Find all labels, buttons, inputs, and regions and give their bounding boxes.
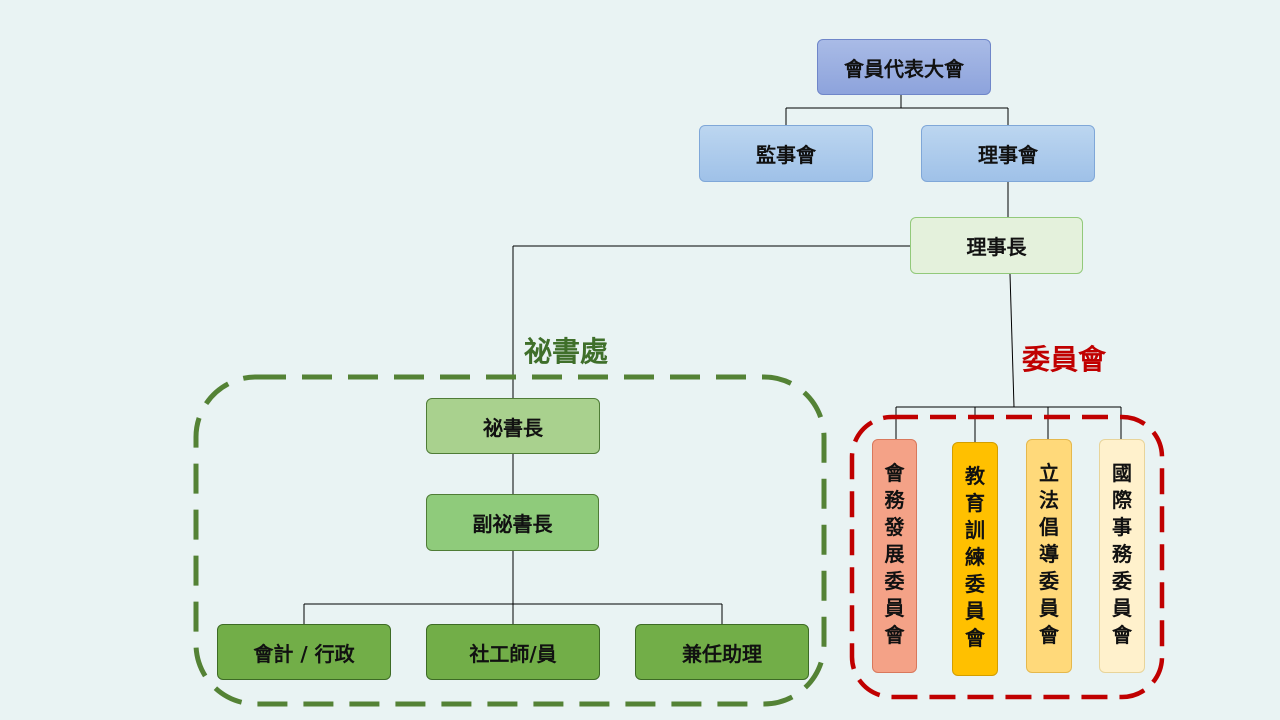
supervisors-box: 監事會 bbox=[699, 125, 873, 182]
committee-international-affairs-label: 國際事務委員會 bbox=[1112, 461, 1132, 647]
committee-legislative-advocacy: 立法倡導委員會 bbox=[1026, 439, 1072, 673]
part-time-assistant-box: 兼任助理 bbox=[635, 624, 809, 680]
committee-member-development: 會務發展委員會 bbox=[872, 439, 917, 673]
committee-group-border bbox=[849, 414, 1165, 700]
committee-education-training-label: 教育訓練委員會 bbox=[965, 464, 985, 650]
board-label: 理事會 bbox=[978, 143, 1038, 167]
part-time-assistant-label: 兼任助理 bbox=[682, 641, 762, 666]
secretary-general-label: 祕書長 bbox=[483, 415, 543, 440]
connector bbox=[1009, 273, 1015, 408]
committee-heading: 委員會 bbox=[1022, 343, 1107, 376]
accounting-admin-label: 會計 / 行政 bbox=[253, 641, 355, 666]
assembly-box: 會員代表大會 bbox=[817, 39, 991, 95]
deputy-secretary-general-box: 副祕書長 bbox=[426, 494, 599, 551]
chairman-box: 理事長 bbox=[910, 217, 1083, 274]
deputy-secretary-general-label: 副祕書長 bbox=[472, 512, 553, 536]
board-box: 理事會 bbox=[921, 125, 1095, 182]
committee-member-development-label: 會務發展委員會 bbox=[884, 461, 905, 647]
social-worker-box: 社工師/員 bbox=[426, 624, 600, 680]
accounting-admin-box: 會計 / 行政 bbox=[217, 624, 391, 680]
social-worker-label: 社工師/員 bbox=[469, 641, 557, 666]
secretary-general-box: 祕書長 bbox=[426, 398, 600, 454]
committee-legislative-advocacy-label: 立法倡導委員會 bbox=[1039, 461, 1059, 647]
committee-international-affairs: 國際事務委員會 bbox=[1099, 439, 1145, 673]
supervisors-label: 監事會 bbox=[756, 143, 816, 167]
secretariat-group-border bbox=[193, 374, 827, 707]
chairman-label: 理事長 bbox=[966, 235, 1027, 259]
assembly-label: 會員代表大會 bbox=[844, 56, 964, 81]
committee-education-training: 教育訓練委員會 bbox=[952, 442, 998, 676]
secretariat-heading: 祕書處 bbox=[524, 335, 609, 368]
